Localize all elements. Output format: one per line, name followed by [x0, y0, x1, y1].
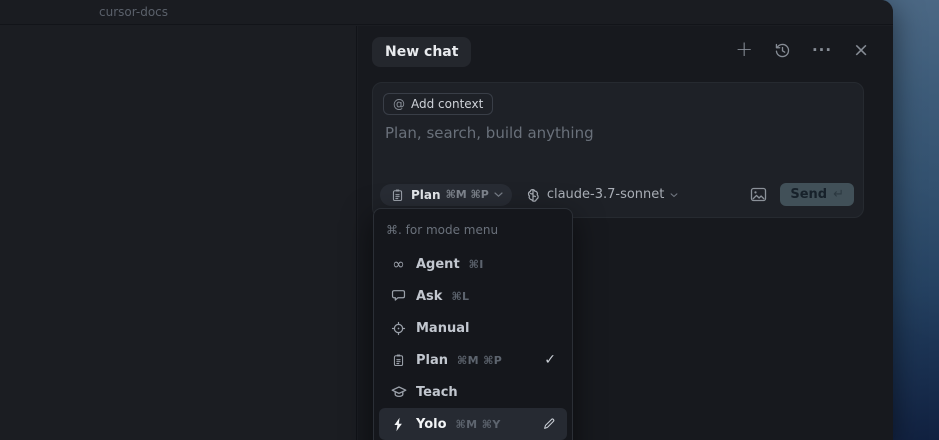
editor-pane — [0, 26, 357, 440]
send-label: Send — [790, 187, 828, 202]
brain-icon — [525, 187, 541, 203]
edit-pencil-icon[interactable] — [542, 417, 556, 431]
mode-menu-item-ask[interactable]: Ask ⌘L — [379, 280, 567, 312]
chevron-down-icon — [670, 192, 678, 198]
mode-menu-dropdown: ⌘. for mode menu ∞ Agent ⌘I Ask ⌘L — [373, 208, 573, 440]
chat-sidebar: New chat + ··· × @ Add context Plan, sea… — [358, 26, 893, 440]
model-label: claude-3.7-sonnet — [546, 187, 665, 202]
window-titlebar: cursor-docs — [0, 0, 893, 25]
add-context-button[interactable]: @ Add context — [383, 93, 494, 115]
chat-title-tab[interactable]: New chat — [372, 37, 472, 67]
lightning-icon — [390, 417, 407, 432]
add-context-label: Add context — [411, 97, 484, 111]
clipboard-icon — [389, 188, 406, 202]
chat-header-actions: + ··· × — [735, 37, 869, 61]
mode-label: Plan — [411, 187, 441, 202]
chat-bubble-icon — [390, 289, 407, 303]
return-key-icon: ↵ — [833, 187, 844, 202]
chevron-down-icon — [494, 192, 503, 198]
history-icon[interactable] — [774, 42, 791, 59]
chat-input-container[interactable]: @ Add context Plan, search, build anythi… — [372, 82, 864, 218]
new-chat-icon[interactable]: + — [735, 37, 753, 61]
cursor-app-window: cursor-docs New chat + ··· × @ Add conte… — [0, 0, 893, 440]
send-button[interactable]: Send ↵ — [780, 183, 854, 206]
mode-selector-button[interactable]: Plan ⌘M ⌘P — [380, 183, 512, 206]
mode-menu-item-yolo[interactable]: Yolo ⌘M ⌘Y — [379, 408, 567, 440]
infinity-icon: ∞ — [392, 255, 405, 273]
clipboard-icon — [390, 353, 407, 367]
check-icon: ✓ — [544, 352, 556, 368]
more-options-icon[interactable]: ··· — [811, 41, 833, 59]
mode-menu-item-manual[interactable]: Manual — [379, 312, 567, 344]
mode-menu-item-agent[interactable]: ∞ Agent ⌘I — [379, 248, 567, 280]
attach-image-icon[interactable] — [750, 187, 767, 202]
mode-shortcut: ⌘M ⌘P — [445, 188, 489, 201]
editor-tab-cursor-docs[interactable]: cursor-docs — [99, 5, 169, 19]
at-sign-icon: @ — [393, 97, 405, 111]
crosshair-icon — [390, 321, 407, 336]
model-selector-button[interactable]: claude-3.7-sonnet — [525, 187, 679, 203]
message-input-placeholder[interactable]: Plan, search, build anything — [385, 124, 594, 142]
close-icon[interactable]: × — [853, 39, 869, 61]
input-controls-row: Plan ⌘M ⌘P claude-3.7-sonnet — [380, 183, 854, 206]
mode-menu-hint: ⌘. for mode menu — [386, 223, 499, 237]
mode-menu-item-plan[interactable]: Plan ⌘M ⌘P ✓ — [379, 344, 567, 376]
graduation-cap-icon — [390, 385, 407, 399]
mode-menu-item-teach[interactable]: Teach — [379, 376, 567, 408]
